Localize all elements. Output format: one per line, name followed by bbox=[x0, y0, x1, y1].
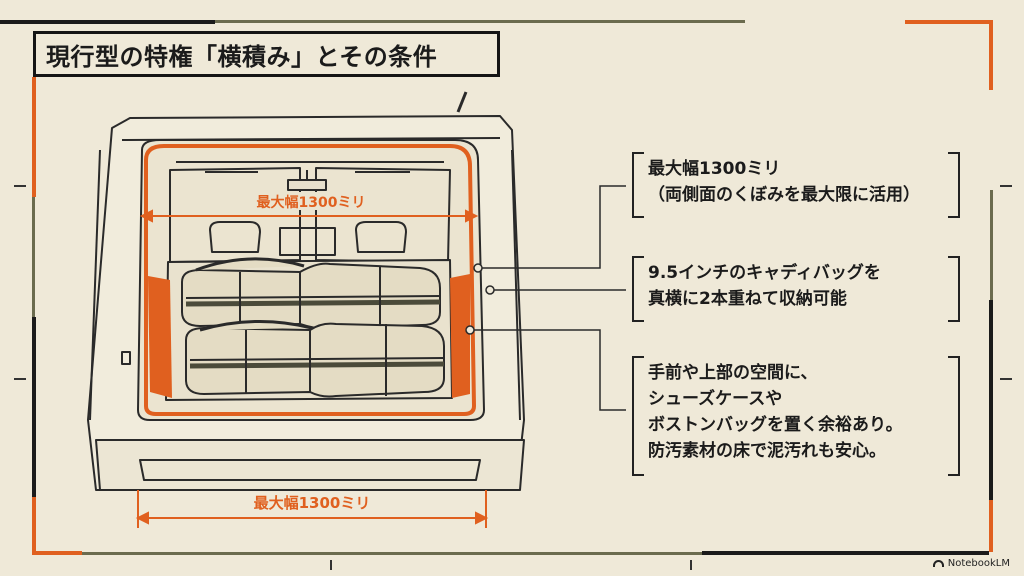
callout-caddy-bags: 9.5インチのキャディバッグを 真横に2本重ねて収納可能 bbox=[632, 256, 960, 322]
dim-top-arrow-left bbox=[139, 209, 153, 223]
notebooklm-logo-icon bbox=[932, 560, 944, 567]
dim-top-label-bg bbox=[244, 192, 378, 210]
bracket-left bbox=[632, 152, 644, 218]
frame-bottom-orange bbox=[32, 551, 82, 555]
tick-left-2 bbox=[14, 378, 26, 380]
frame-right-olive bbox=[990, 190, 993, 300]
dim-bottom-arrow-left bbox=[135, 511, 149, 525]
callout-extra-space: 手前や上部の空間に、 シューズケースや ボストンバッグを置く余裕あり。 防汚素材… bbox=[632, 356, 960, 476]
leader-1 bbox=[478, 185, 626, 269]
callout-line: 最大幅1300ミリ bbox=[648, 159, 781, 179]
caddy-bag-top bbox=[181, 257, 441, 330]
latch bbox=[121, 351, 131, 365]
tick-bottom-2 bbox=[690, 560, 692, 570]
antenna bbox=[456, 91, 468, 113]
dim-bottom-arrow-right bbox=[475, 511, 489, 525]
frame-right-orange bbox=[989, 20, 993, 90]
page-title: 現行型の特権「横積み」とその条件 bbox=[46, 42, 438, 71]
dim-bottom-label: 最大幅1300ミリ bbox=[254, 494, 371, 512]
frame-bottom-olive bbox=[82, 552, 702, 555]
frame-right-dark bbox=[989, 300, 993, 500]
rear-view-mirror bbox=[287, 179, 327, 191]
leader-dot-3 bbox=[465, 325, 475, 335]
callout-line: 手前や上部の空間に、 bbox=[648, 363, 818, 383]
dashboard bbox=[279, 227, 336, 256]
right-pillar bbox=[511, 149, 521, 421]
frame-left-orange-2 bbox=[32, 497, 36, 552]
caddy-bag-bottom bbox=[185, 319, 445, 398]
callout-line: シューズケースや bbox=[648, 389, 783, 409]
trunk-outline-highlight bbox=[144, 144, 477, 416]
callout-line: 防汚素材の床で泥汚れも安心。 bbox=[648, 441, 886, 461]
tick-left-1 bbox=[14, 185, 26, 187]
notebooklm-watermark: NotebookLM bbox=[932, 558, 1010, 569]
watermark-text: NotebookLM bbox=[947, 558, 1010, 569]
left-pillar bbox=[89, 149, 101, 421]
callout-line: 真横に2本重ねて収納可能 bbox=[648, 289, 847, 309]
frame-bottom-dark bbox=[702, 551, 989, 555]
title-box: 現行型の特権「横積み」とその条件 bbox=[33, 31, 500, 77]
right-side-recess bbox=[450, 274, 470, 398]
frame-left-dark bbox=[32, 317, 36, 497]
callout-line: （両側面のくぼみを最大限に活用） bbox=[648, 185, 920, 205]
dim-top-arrow-right bbox=[465, 209, 479, 223]
tick-right-2 bbox=[1000, 378, 1012, 380]
leader-3 bbox=[470, 329, 626, 411]
headrest-left bbox=[209, 221, 261, 253]
bumper-recess bbox=[139, 459, 481, 481]
frame-left-olive bbox=[32, 197, 35, 317]
frame-top-olive bbox=[215, 20, 745, 23]
frame-right-bottom-orange bbox=[989, 500, 993, 552]
left-side-recess bbox=[148, 276, 172, 398]
bracket-left bbox=[632, 256, 644, 322]
tick-right-1 bbox=[1000, 185, 1012, 187]
leader-dot-2 bbox=[485, 285, 495, 295]
callout-max-width: 最大幅1300ミリ （両側面のくぼみを最大限に活用） bbox=[632, 152, 960, 218]
headrest-right bbox=[355, 221, 407, 253]
bracket-left bbox=[632, 356, 644, 476]
callout-line: ボストンバッグを置く余裕あり。 bbox=[648, 415, 903, 435]
dim-top-label: 最大幅1300ミリ bbox=[257, 194, 366, 211]
callout-line: 9.5インチのキャディバッグを bbox=[648, 263, 881, 283]
frame-top-dark bbox=[0, 20, 215, 24]
bracket-right bbox=[948, 256, 960, 322]
bracket-right bbox=[948, 152, 960, 218]
frame-top-orange bbox=[905, 20, 990, 24]
rear-seat-left bbox=[169, 167, 301, 263]
rear-bumper bbox=[95, 439, 525, 491]
tick-bottom-1 bbox=[330, 560, 332, 570]
bracket-right bbox=[948, 356, 960, 476]
frame-left-orange bbox=[32, 77, 36, 197]
leader-dot-1 bbox=[473, 263, 483, 273]
